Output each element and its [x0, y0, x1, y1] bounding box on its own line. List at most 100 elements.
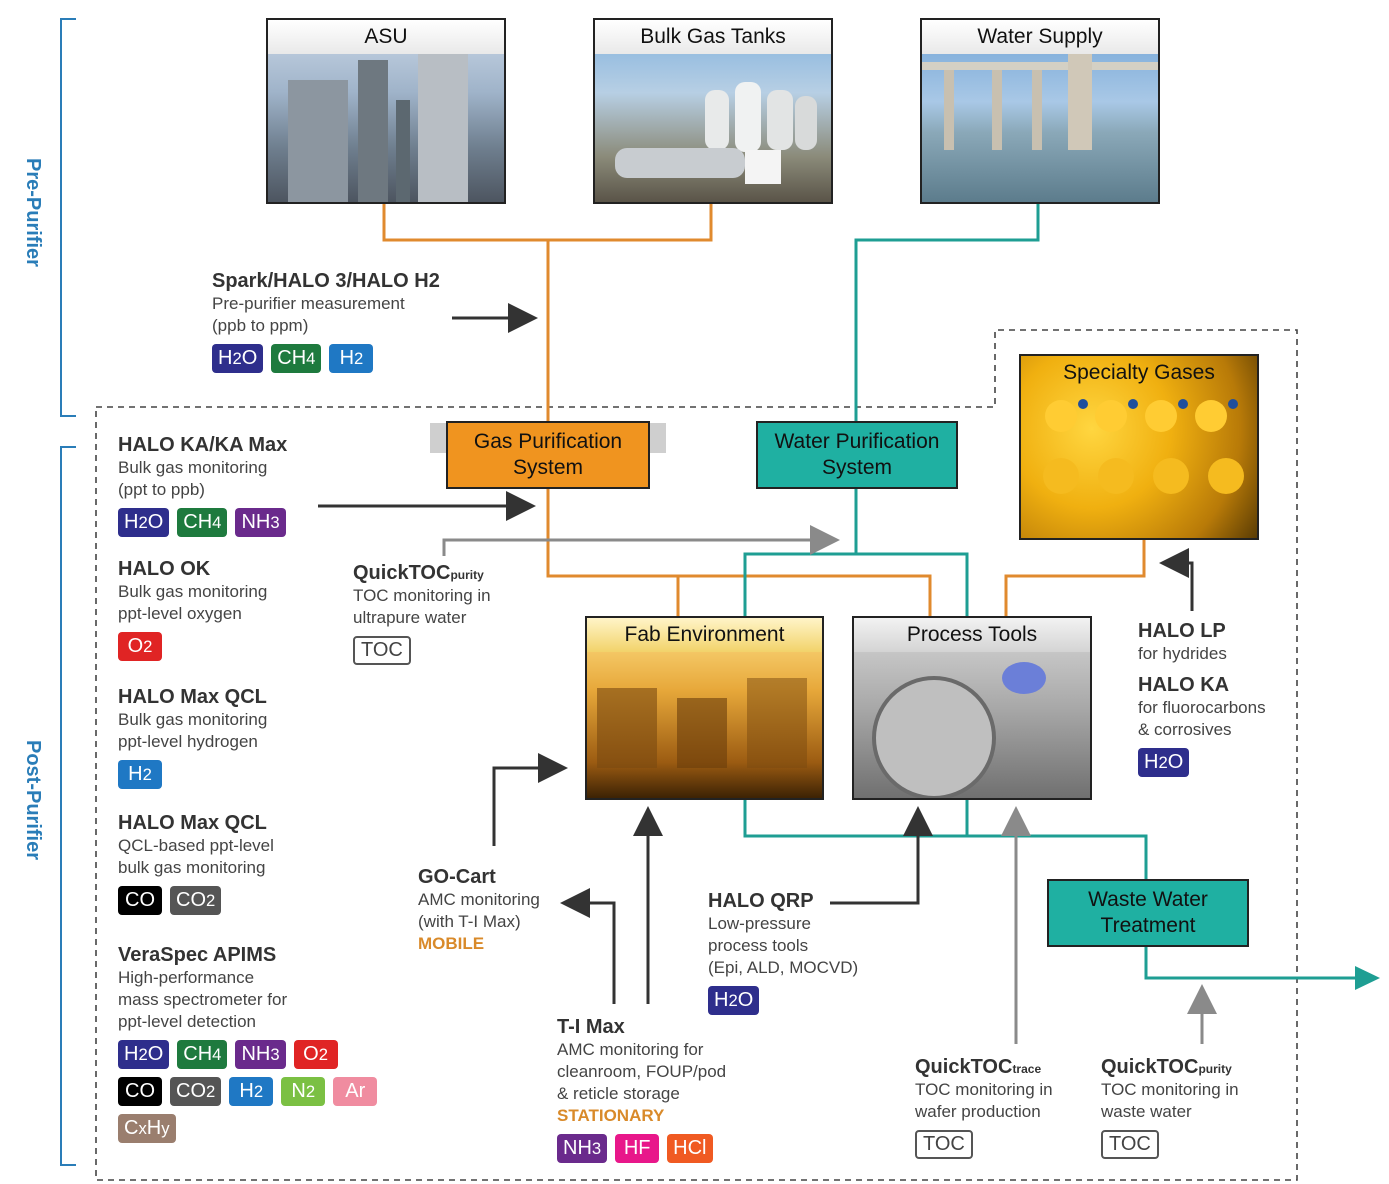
- deployment-tag: MOBILE: [418, 934, 485, 953]
- product-description: Low-pressure process tools (Epi, ALD, MO…: [708, 914, 859, 977]
- product-description: AMC monitoring for cleanroom, FOUP/pod &…: [557, 1040, 727, 1103]
- product-name: QuickTOCpurity: [1101, 1056, 1232, 1078]
- product-name: QuickTOCtrace: [915, 1056, 1042, 1078]
- pre-purifier-label: Pre-Purifier: [22, 158, 44, 267]
- process-chamber-illustration: [872, 662, 1046, 798]
- product-name: GO-Cart: [418, 866, 496, 888]
- product-description: High-performance mass spectrometer for p…: [118, 968, 288, 1031]
- bulk-gas-tanks-photo: Bulk Gas Tanks: [593, 18, 833, 204]
- water-illustration: [922, 50, 1158, 150]
- product-name: T-I Max: [557, 1016, 625, 1038]
- product-name: HALO KA/KA Max: [118, 434, 288, 456]
- asu-label: ASU: [268, 20, 504, 54]
- product-description: AMC monitoring (with T-I Max): [418, 890, 540, 931]
- product-name-suffix: purity: [1198, 1062, 1232, 1076]
- species-chips: TOC: [915, 1130, 1053, 1159]
- cylinders-illustration: [1043, 399, 1244, 494]
- pre-purifier-bracket: [60, 18, 76, 417]
- species-chip: CO: [118, 886, 162, 915]
- discharge-arrowhead: [1355, 966, 1380, 990]
- product-description: TOC monitoring in wafer production: [915, 1080, 1053, 1121]
- asu-illustration: [288, 50, 468, 202]
- product-description: TOC monitoring in waste water: [1101, 1080, 1239, 1121]
- gas-purification-label: Gas Purification System: [473, 430, 623, 479]
- product-name: VeraSpec APIMS: [118, 944, 277, 966]
- product-name: HALO KA: [1138, 674, 1230, 696]
- species-chip: TOC: [1101, 1130, 1159, 1159]
- post-purifier-region: [95, 329, 1298, 1181]
- product-description: TOC monitoring in ultrapure water: [353, 586, 491, 627]
- process-tools: Process Tools: [852, 616, 1092, 800]
- fab-environment: Fab Environment: [585, 616, 824, 800]
- specialty-gases-label: Specialty Gases: [1063, 361, 1215, 384]
- product-name-suffix: trace: [1012, 1062, 1042, 1076]
- waste-water-label: Waste Water Treatment: [1088, 888, 1208, 937]
- specialty-gases-photo: Specialty Gases: [1019, 354, 1259, 540]
- product-description: Bulk gas monitoring ppt-level oxygen: [118, 582, 268, 623]
- process-tools-label: Process Tools: [854, 618, 1090, 652]
- fab-environment-label: Fab Environment: [587, 618, 822, 652]
- product-halo-lp: HALO LP for hydrides: [1138, 620, 1227, 665]
- post-purifier-label: Post-Purifier: [22, 740, 44, 861]
- waste-water-treatment: Waste Water Treatment: [1047, 879, 1249, 947]
- product-description: Bulk gas monitoring ppt-level hydrogen: [118, 710, 268, 751]
- species-chip: HCl: [667, 1134, 713, 1163]
- asu-photo: ASU: [266, 18, 506, 204]
- product-name-suffix: purity: [450, 568, 484, 582]
- product-name: HALO OK: [118, 558, 211, 580]
- deployment-tag: STATIONARY: [557, 1106, 665, 1125]
- water-purification-label: Water Purification System: [774, 430, 940, 479]
- post-purifier-bracket: [60, 446, 76, 1166]
- product-name: HALO LP: [1138, 620, 1226, 642]
- species-chips: TOC: [353, 636, 491, 665]
- species-chip: TOC: [915, 1130, 973, 1159]
- gas-lines: [382, 200, 1146, 618]
- product-name: HALO QRP: [708, 890, 814, 912]
- product-description: Bulk gas monitoring (ppt to ppb): [118, 458, 268, 499]
- fab-illustration: [597, 678, 807, 768]
- species-chip: Ar: [333, 1077, 378, 1106]
- species-chip: HF: [615, 1134, 660, 1163]
- tanks-illustration: [615, 82, 817, 184]
- product-description: for hydrides: [1138, 644, 1227, 663]
- product-name: QuickTOCpurity: [353, 562, 484, 584]
- water-supply-photo: Water Supply: [920, 18, 1160, 204]
- product-description: QCL-based ppt-level bulk gas monitoring: [118, 836, 274, 877]
- product-name: HALO Max QCL: [118, 686, 267, 708]
- water-supply-label: Water Supply: [922, 20, 1158, 54]
